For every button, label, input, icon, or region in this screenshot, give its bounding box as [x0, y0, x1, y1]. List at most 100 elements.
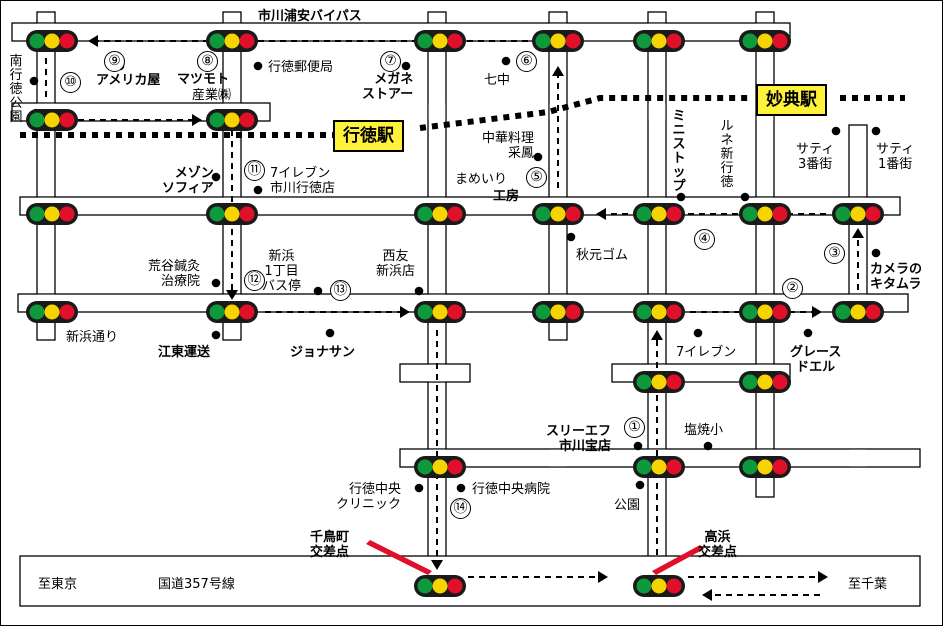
- shiohama-label: 塩焼小: [684, 423, 724, 438]
- matsumoto-sub-label: 産業㈱: [192, 88, 232, 103]
- step-2: ②: [782, 278, 803, 299]
- route-arrowhead: [192, 114, 202, 126]
- step-5: ⑤: [526, 167, 547, 188]
- mameiri-sub-label: 工房: [493, 189, 520, 204]
- landmark-dot: [211, 278, 221, 288]
- to-chiba-label: 至千葉: [848, 577, 888, 592]
- traffic-signal: [414, 575, 466, 597]
- traffic-signal: [739, 203, 791, 225]
- post-office-label: 行徳郵便局: [268, 60, 334, 75]
- landmark-dot: [414, 286, 424, 296]
- landmark-dot: [871, 126, 881, 136]
- landmark-dot: [703, 441, 713, 451]
- chidoricho-label: 千鳥町 交差点: [310, 530, 350, 560]
- traffic-signal: [739, 456, 791, 478]
- nishitomo-label: 西友 新浜店: [376, 249, 416, 279]
- chidoricho-callout: [366, 540, 432, 575]
- traffic-signal: [739, 301, 791, 323]
- route-arrowhead: [651, 330, 663, 340]
- chuka-label: 中華料理 采鳳: [482, 131, 535, 161]
- step-8: ⑧: [197, 51, 218, 72]
- minami-gyotoku-park-label: 南行徳公園: [9, 54, 23, 125]
- traffic-signal: [26, 301, 78, 323]
- step-11: ⑪: [244, 160, 265, 181]
- takahama-label: 高浜 交差点: [698, 530, 738, 560]
- akimoto-label: 秋元ゴム: [576, 248, 629, 263]
- myoden-station: 妙典駅: [756, 84, 827, 116]
- landmark-dot: [253, 61, 263, 71]
- mezon-label: メゾン ソフィア: [162, 166, 214, 196]
- traffic-signal: [633, 30, 685, 52]
- niihama-dori-label: 新浜通り: [66, 330, 119, 345]
- traffic-signal: [206, 109, 258, 131]
- traffic-signal: [739, 371, 791, 393]
- landmark-dot: [253, 185, 263, 195]
- route-arrowhead: [818, 571, 828, 583]
- park-label: 公園: [614, 498, 641, 513]
- step-4: ④: [694, 229, 715, 250]
- traffic-signal: [414, 30, 466, 52]
- landmark-dot: [633, 441, 643, 451]
- landmark-dot: [456, 483, 466, 493]
- traffic-signal: [633, 575, 685, 597]
- landmark-dot: [676, 192, 686, 202]
- landmark-dot: [29, 76, 39, 86]
- to-tokyo-label: 至東京: [38, 577, 78, 592]
- route-arrowhead: [596, 208, 606, 220]
- mameiri-label: まめいり: [455, 172, 508, 187]
- seven-b-label: 7イレブン: [676, 345, 737, 360]
- landmark-dot: [871, 248, 881, 258]
- traffic-signal: [832, 301, 884, 323]
- bypass-label: 市川浦安バイパス: [258, 9, 362, 24]
- landmark-dot: [693, 328, 703, 338]
- mini-stop-label: ミニストップ: [672, 109, 686, 194]
- landmark-dot: [831, 126, 841, 136]
- step-10: ⑩: [60, 72, 81, 93]
- grace-label: グレース ドエル: [790, 345, 842, 375]
- landmark-dot: [211, 172, 221, 182]
- route-arrowhead: [552, 66, 564, 76]
- traffic-signal: [633, 371, 685, 393]
- chuo-hospital-label: 行徳中央病院: [472, 482, 551, 497]
- step-12: ⑫: [244, 270, 265, 291]
- traffic-signal: [532, 203, 584, 225]
- tozai-line: [20, 95, 905, 138]
- traffic-signal: [206, 301, 258, 323]
- araya-label: 荒谷鍼灸 治療院: [148, 259, 201, 289]
- traffic-signal: [633, 301, 685, 323]
- traffic-signal: [633, 203, 685, 225]
- traffic-signal: [414, 203, 466, 225]
- landmark-dot: [211, 330, 221, 340]
- gyotoku-station: 行徳駅: [333, 120, 404, 152]
- landmark-dot: [566, 232, 576, 242]
- step-3: ③: [824, 243, 845, 264]
- route-arrowhead: [852, 228, 864, 238]
- three-f-label: スリーエフ 市川宝店: [546, 424, 612, 454]
- megane-label: メガネ ストアー: [362, 72, 414, 102]
- traffic-signal: [633, 456, 685, 478]
- traffic-signal: [832, 203, 884, 225]
- nanachu-label: 七中: [484, 73, 511, 88]
- landmark-dot: [533, 152, 543, 162]
- route-arrowhead: [226, 290, 238, 300]
- landmark-dot: [803, 328, 813, 338]
- landmark-dot: [740, 192, 750, 202]
- landmark-dot: [401, 61, 411, 71]
- saty3-label: サティ 3番街: [796, 142, 835, 172]
- traffic-signal: [26, 109, 78, 131]
- traffic-signal: [206, 203, 258, 225]
- route357-label: 国道357号線: [158, 577, 235, 592]
- route-arrowhead: [812, 306, 822, 318]
- landmark-dot: [414, 483, 424, 493]
- chuo-clinic-label: 行徳中央 クリニック: [336, 482, 402, 512]
- route-arrowhead: [88, 35, 98, 47]
- step-7: ⑦: [380, 51, 401, 72]
- landmark-dot: [313, 286, 323, 296]
- route-arrowhead: [431, 560, 443, 570]
- traffic-signal: [739, 30, 791, 52]
- step-9: ⑨: [104, 51, 125, 72]
- route-arrowhead: [400, 306, 410, 318]
- traffic-signal: [206, 30, 258, 52]
